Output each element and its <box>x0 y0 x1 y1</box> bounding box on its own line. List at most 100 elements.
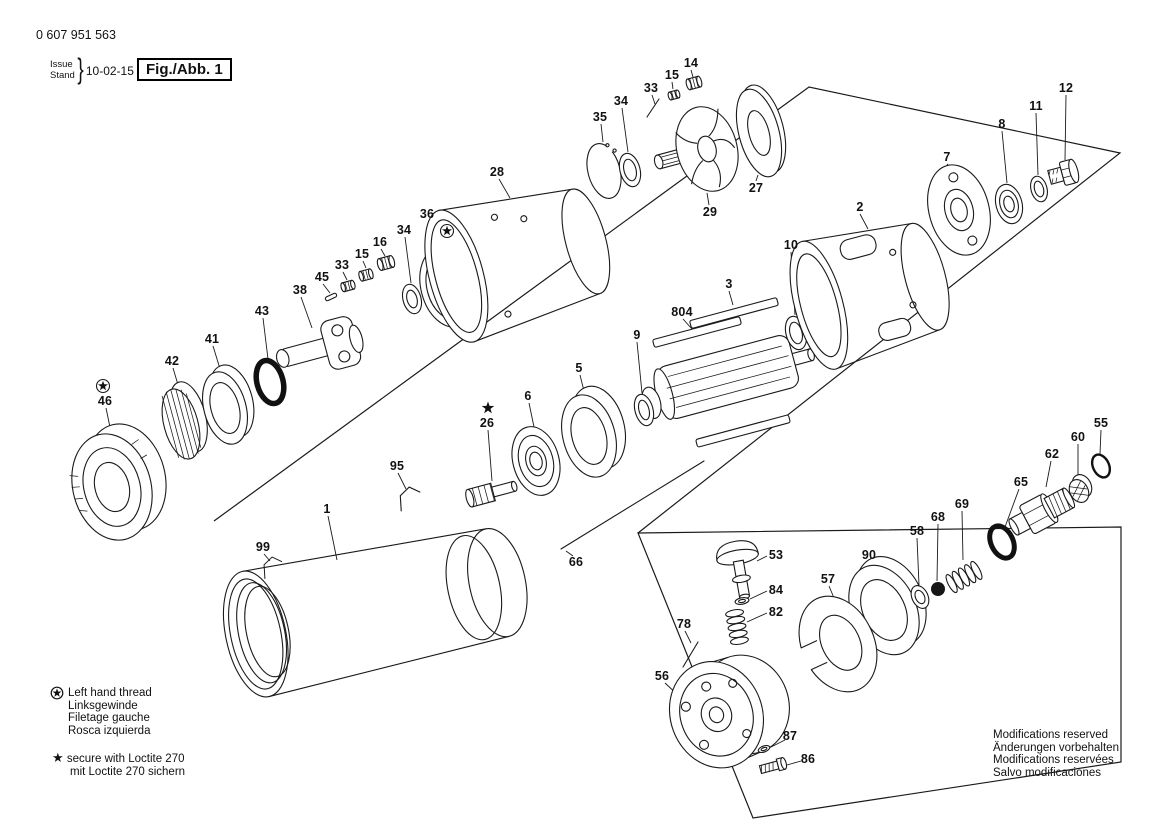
part-callout-15: 15 <box>664 68 680 82</box>
part-callout-33: 33 <box>643 81 659 95</box>
part-callout-6: 6 <box>524 389 532 403</box>
left-hand-thread-icon <box>50 686 64 700</box>
left-hand-thread-marker-36 <box>439 223 455 239</box>
modifications-fr: Modifications reservées <box>993 754 1114 766</box>
part-7-end-plate <box>927 164 991 256</box>
part-callout-53: 53 <box>768 548 784 562</box>
legend-loctite-de: mit Loctite 270 sichern <box>70 765 186 778</box>
part-callout-87: 87 <box>782 729 798 743</box>
legend-loctite-en: secure with Loctite 270 <box>66 753 185 765</box>
part-45-pin <box>324 292 338 302</box>
part-callout-27: 27 <box>748 181 764 195</box>
part-95-clip <box>399 486 421 512</box>
issue-label: Issue <box>50 59 73 70</box>
part-99-clip <box>263 556 283 579</box>
legend-lht-es: Rosca izquierda <box>68 724 151 737</box>
part-callout-5: 5 <box>575 361 583 375</box>
part-16-knurled-nut <box>376 254 396 272</box>
part-34-washer-top <box>618 152 642 188</box>
part-62-hex-nipple <box>1008 487 1076 536</box>
part-callout-34: 34 <box>396 223 412 237</box>
legend-lht-en: Left hand thread <box>68 687 152 699</box>
part-26-pinion <box>465 480 518 508</box>
part-12-plug <box>1047 158 1080 186</box>
part-1-housing-sleeve <box>222 527 528 698</box>
part-56-valve-housing <box>668 654 790 769</box>
part-38-spindle <box>275 316 364 370</box>
part-callout-62: 62 <box>1044 447 1060 461</box>
part-60-filter-insert <box>1068 474 1093 503</box>
part-callout-58: 58 <box>909 524 925 538</box>
part-callout-33: 33 <box>334 258 350 272</box>
part-callout-42: 42 <box>164 354 180 368</box>
part-65-o-ring <box>987 523 1017 561</box>
modifications-en: Modifications reserved <box>993 729 1109 741</box>
part-87-washer <box>757 744 771 754</box>
part-callout-16: 16 <box>372 235 388 249</box>
part-callout-15: 15 <box>354 247 370 261</box>
part-callout-14: 14 <box>683 56 699 70</box>
part-callout-60: 60 <box>1070 430 1086 444</box>
part-57-clamp <box>793 595 878 693</box>
part-5-cylinder-ring <box>561 385 626 478</box>
part-callout-34: 34 <box>613 94 629 108</box>
part-callout-26: 26 <box>479 416 495 430</box>
modifications-note: Modifications reserved Änderungen vorbeh… <box>993 729 1119 779</box>
part-15-nut-mid <box>358 268 374 282</box>
part-callout-7: 7 <box>943 150 951 164</box>
part-15-nut-top <box>667 89 681 101</box>
part-3-vane-lower <box>695 414 791 448</box>
part-callout-41: 41 <box>204 332 220 346</box>
part-804-vane <box>652 316 742 348</box>
part-callout-35: 35 <box>592 110 608 124</box>
part-callout-90: 90 <box>861 548 877 562</box>
part-callout-43: 43 <box>254 304 270 318</box>
legend-lht-de: Linksgewinde <box>68 699 138 712</box>
part-callout-804: 804 <box>671 305 693 319</box>
part-callout-68: 68 <box>930 510 946 524</box>
part-callout-99: 99 <box>255 540 271 554</box>
part-callout-29: 29 <box>702 205 718 219</box>
part-8-bearing <box>994 183 1024 225</box>
brace: } <box>77 53 84 85</box>
part-33-pin-mid <box>340 279 356 293</box>
part-53-push-button <box>716 540 759 600</box>
part-84-washer <box>734 597 750 605</box>
part-number: 0 607 951 563 <box>36 28 116 42</box>
issue-stand-block: Issue Stand } 10-02-15 <box>50 53 134 87</box>
part-callout-1: 1 <box>323 502 331 516</box>
part-41-ring <box>202 364 255 445</box>
stand-label: Stand <box>50 69 75 81</box>
part-69-spring <box>945 560 983 594</box>
part-callout-65: 65 <box>1013 475 1029 489</box>
part-68-ball <box>931 582 945 596</box>
part-callout-69: 69 <box>954 497 970 511</box>
part-43-o-ring <box>253 357 287 407</box>
part-callout-36: 36 <box>419 207 435 221</box>
part-callout-28: 28 <box>489 165 505 179</box>
part-58-washer <box>910 585 930 609</box>
part-11-washer <box>1030 175 1048 203</box>
part-callout-66: 66 <box>568 555 584 569</box>
part-82-spring <box>725 608 749 646</box>
part-callout-10: 10 <box>783 238 799 252</box>
part-callout-57: 57 <box>820 572 836 586</box>
part-66-push-rod <box>560 460 705 550</box>
modifications-es: Salvo modificaciones <box>993 766 1102 779</box>
part-42-knurled-sleeve <box>161 381 208 460</box>
part-86-screw <box>758 756 788 775</box>
modifications-de: Änderungen vorbehalten <box>993 741 1119 754</box>
part-6-bearing <box>511 426 561 496</box>
issue-date: 10-02-15 <box>85 63 134 78</box>
part-78-pin <box>682 641 699 668</box>
part-callout-95: 95 <box>389 459 405 473</box>
part-29-impeller <box>653 106 739 192</box>
part-2-motor-housing <box>789 222 950 370</box>
part-14-gear <box>685 75 703 91</box>
part-callout-84: 84 <box>768 583 784 597</box>
part-callout-8: 8 <box>998 117 1006 131</box>
part-callout-9: 9 <box>633 328 641 342</box>
part-callout-82: 82 <box>768 605 784 619</box>
